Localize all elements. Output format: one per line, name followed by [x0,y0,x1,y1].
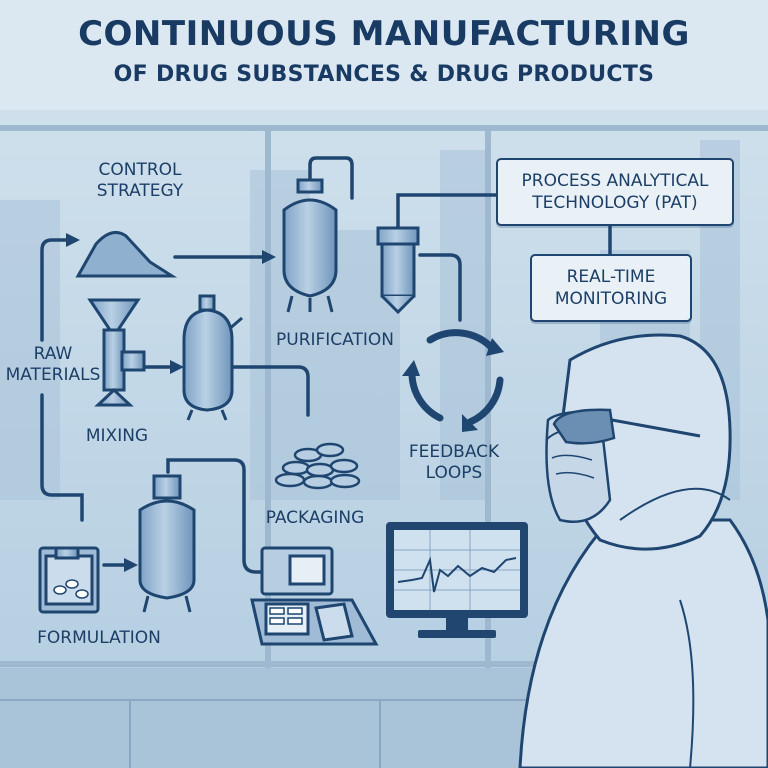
purification-reactor-icon [282,178,338,313]
mixing-funnel-icon [87,298,146,407]
powder-pile-icon [75,230,178,278]
feedback-arrowheads [402,338,504,432]
label-packaging: PACKAGING [265,508,365,528]
label-formulation: FORMULATION [37,628,161,648]
main-title: CONTINUOUS MANUFACTURING [78,14,690,54]
label-raw-materials: RAW MATERIALS [5,344,101,386]
label-purification: PURIFICATION [276,330,394,350]
pat-callout: PROCESS ANALYTICAL TECHNOLOGY (PAT) [496,158,734,226]
label-feedback-loops: FEEDBACK LOOPS [408,442,500,484]
subtitle: OF DRUG SUBSTANCES & DRUG PRODUCTS [113,62,655,87]
tablet-icon [53,579,89,599]
monitor-icon [386,522,528,638]
label-mixing: MIXING [85,426,149,446]
flow-lines [40,156,612,574]
packaging-machine-icon [250,546,379,646]
purification-column-icon [376,226,420,315]
formulation-column-icon [138,474,196,613]
real-time-monitoring-callout: REAL-TIME MONITORING [530,254,692,322]
technician-figure [518,333,768,768]
label-control-strategy: CONTROL STRATEGY [96,160,184,202]
feedback-cycle-icon [408,329,504,426]
pill-pile-icon [274,442,361,490]
mixing-vessel-icon [182,294,243,421]
